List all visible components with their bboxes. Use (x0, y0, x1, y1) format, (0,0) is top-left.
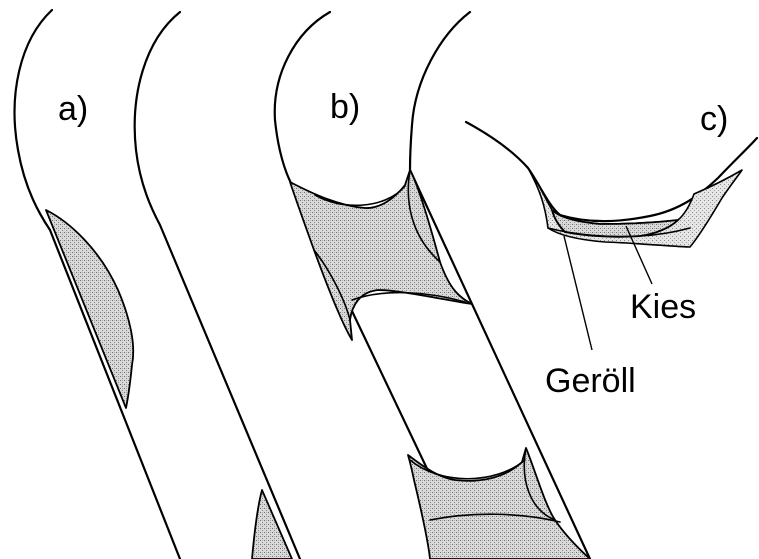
kies-label: Kies (630, 288, 696, 326)
geroell-label: Geröll (545, 362, 636, 400)
panel-a-label: a) (58, 90, 88, 128)
panel-b-channel (275, 12, 590, 559)
geroell-leader-line (564, 236, 592, 350)
panel-c-label: c) (700, 100, 728, 138)
panel-b-lower-bar (408, 448, 590, 559)
panel-a-side-bar (46, 210, 133, 408)
panel-b-label: b) (330, 88, 360, 126)
panel-c-cross-section (466, 122, 757, 247)
